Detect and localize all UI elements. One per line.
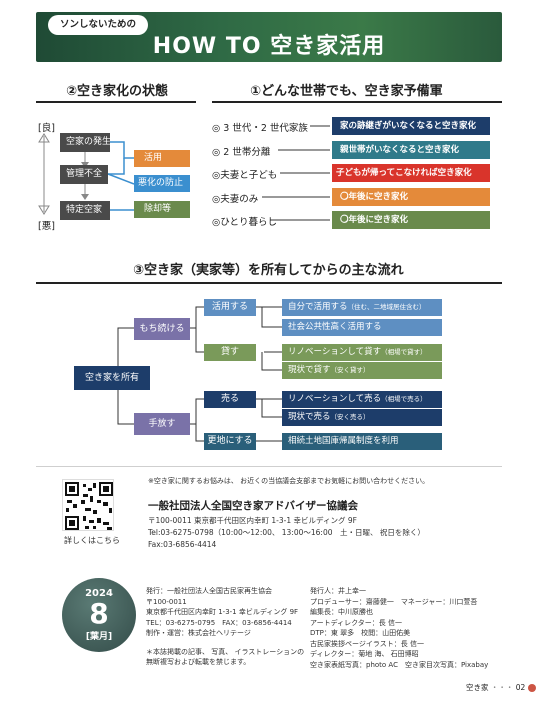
flow-lend: 貸す: [204, 344, 256, 361]
section3-title: ③空き家（実家等）を所有してからの主な流れ: [133, 263, 404, 278]
flow-sell: 売る: [204, 391, 256, 408]
section2-title: ②空き家化の状態: [66, 84, 169, 99]
outcome-prevent: 悪化の防止: [134, 175, 190, 192]
outcome-remove: 除却等: [134, 201, 190, 218]
good-label: [良]: [38, 123, 55, 134]
issue-month: 8: [89, 597, 109, 630]
footer-magazine: 空き家: [466, 683, 489, 692]
qr-code[interactable]: [62, 479, 114, 531]
banner-tag: ソンしないための: [48, 15, 149, 35]
page-mark-icon: [527, 684, 536, 692]
qr-caption: 詳しくはこちら: [64, 536, 120, 545]
item-asis-lend: 現状で貸す（安く貸す）: [282, 362, 442, 379]
flow-root: 空き家を所有: [74, 366, 150, 390]
banner-title: HOW TO 空き家活用: [152, 34, 386, 59]
issue-badge: 2024 8 [葉月]: [62, 578, 136, 652]
flow-release: 手放す: [134, 413, 190, 435]
qr-icon: [65, 482, 113, 530]
item-asis-sell: 現状で売る（安く売る）: [282, 409, 442, 426]
stage-occurrence: 空家の発生: [60, 133, 111, 152]
contact-note: ※空き家に関するお悩みは、 お近くの当協議会支部までお気軽にお問い合わせください…: [148, 477, 430, 485]
header-banner: ソンしないための HOW TO 空き家活用: [36, 12, 502, 62]
org-address: 〒100-0011 東京都千代田区内幸町 1-3-1 幸ビルディング 9F: [148, 516, 357, 525]
household-single: ◎ひとり暮らし: [212, 217, 278, 228]
section1-title: ①どんな世帯でも、空き家予備軍: [250, 84, 443, 99]
colophon-left: 発行：一般社団法人全国古民家再生協会 〒100-0011 東京都千代田区内幸町 …: [146, 587, 305, 666]
flow-keep: もち続ける: [134, 318, 190, 340]
bad-label: [悪]: [38, 221, 55, 232]
section2-underline: [36, 101, 196, 103]
footer-page-number: 02: [515, 683, 526, 692]
org-tel: Tel:03-6275-0798（10:00〜12:00、 13:00〜16:0…: [148, 528, 425, 537]
item-renov-sell: リノベーションして売る（相場で売る）: [282, 391, 442, 408]
issue-season: [葉月]: [85, 632, 113, 642]
colophon-right: 発行人：井上幸一 プロデューサー：齋藤健一 マネージャー：川口萱吾 編集長：中川…: [310, 587, 489, 669]
bar-2sep: 親世帯がいなくなると空き家化: [332, 141, 490, 159]
household-couple: ◎夫妻のみ: [212, 194, 259, 205]
org-name: 一般社団法人全国空き家アドバイザー協議会: [148, 500, 358, 512]
flow-use: 活用する: [204, 299, 256, 316]
stage-specified: 特定空家: [60, 201, 110, 220]
issue-year: 2024: [85, 588, 113, 599]
item-self-use: 自分で活用する（住む、二地域居住含む）: [282, 299, 442, 316]
section3-underline: [36, 282, 502, 284]
item-public: 社会公共性高く活用する: [282, 319, 442, 336]
item-national: 相続土地国庫帰属制度を利用: [282, 433, 442, 450]
section1-underline: [212, 101, 502, 103]
divider-contact: [36, 466, 502, 467]
org-fax: Fax:03-6856-4414: [148, 540, 217, 549]
bar-couple-kids: 子どもが帰ってこなければ空き家化: [332, 164, 490, 182]
flow-vacant: 更地にする: [204, 433, 256, 450]
item-renov-lend: リノベーションして貸す（相場で貸す）: [282, 344, 442, 361]
bar-couple: 〇年後に空き家化: [332, 188, 490, 206]
household-couple-kids: ◎夫妻と子ども: [212, 170, 278, 181]
bar-single: 〇年後に空き家化: [332, 211, 490, 229]
household-3gen: ◎ 3 世代・2 世代家族: [212, 123, 308, 134]
bar-3gen: 家の跡継ぎがいなくなると空き家化: [332, 117, 490, 135]
household-2sep: ◎ 2 世帯分離: [212, 147, 271, 158]
outcome-use: 活用: [134, 150, 190, 167]
stage-neglect: 管理不全: [60, 165, 108, 184]
footer-page: 空き家 ・・・ 02: [466, 682, 536, 693]
